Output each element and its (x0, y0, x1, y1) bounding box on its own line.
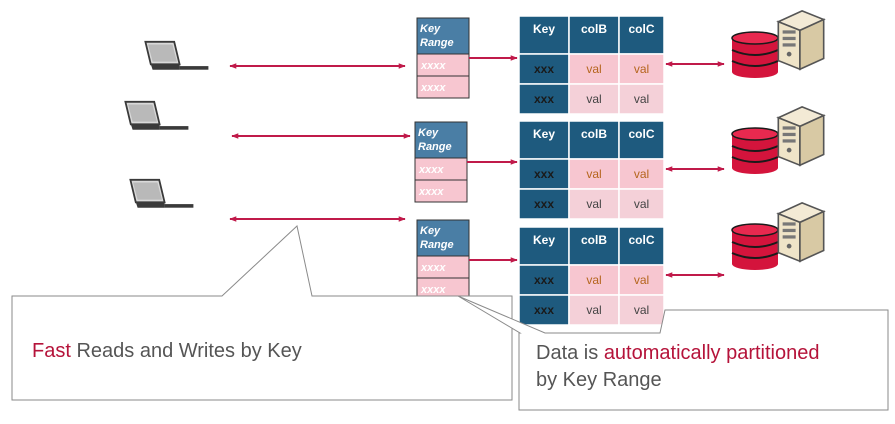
table-cell (568, 53, 620, 85)
key-range-cell (414, 179, 468, 203)
callout-left-rest: Reads and Writes by Key (70, 340, 302, 362)
table-cell (618, 53, 665, 85)
key-range-cell (416, 75, 470, 99)
table-cell (518, 83, 570, 115)
table-cell-text: val (586, 303, 601, 317)
callout-right-text2: by Key Range (536, 369, 662, 391)
table-cell-text: val (586, 273, 601, 287)
callout-right-text: Data is automatically partitioned by Key … (536, 340, 820, 394)
table-header-text: colC (628, 233, 654, 247)
table-cell (618, 294, 665, 326)
callout-right-accent: automatically partitioned (603, 342, 820, 364)
table-cell (618, 264, 665, 296)
table-cell-text: val (634, 92, 649, 106)
table-header-cell (618, 120, 665, 160)
table-header-cell (618, 15, 665, 55)
table-cell-text: xxx (534, 92, 554, 106)
table-cell (518, 264, 570, 296)
table-cell-text: val (634, 273, 649, 287)
table-cell-text: xxx (534, 167, 554, 181)
table-header-text: Key (533, 22, 555, 36)
table-header-text: colB (581, 233, 607, 247)
database-disk-icon (731, 223, 779, 271)
callout-right-box (457, 295, 889, 411)
table-header-text: colB (581, 22, 607, 36)
table-cell (518, 158, 570, 190)
table-header-text: Key (533, 127, 555, 141)
laptop-icon (144, 40, 210, 71)
table-cell (518, 53, 570, 85)
key-range-cell-text: xxxx (420, 262, 446, 274)
table-cell-text: val (586, 167, 601, 181)
key-range-label: Range (418, 141, 452, 153)
table-cell-text: val (634, 303, 649, 317)
key-range-label: Key (420, 225, 441, 237)
table-cell (618, 188, 665, 220)
key-range-cell-text: xxxx (420, 284, 446, 296)
table-cell-text: xxx (534, 303, 554, 317)
key-range-header (416, 17, 470, 55)
table-header-text: colC (628, 22, 654, 36)
key-range-header (416, 219, 470, 257)
key-range-label: Key (420, 23, 441, 35)
key-range-cell-text: xxxx (418, 186, 444, 198)
server-icon (777, 202, 825, 263)
table-cell (568, 158, 620, 190)
table-cell-text: val (634, 167, 649, 181)
database-disk-icon (731, 127, 779, 175)
table-cell (518, 294, 570, 326)
key-range-cell-text: xxxx (420, 82, 446, 94)
table-cell-text: xxx (534, 197, 554, 211)
table-header-text: colC (628, 127, 654, 141)
server-icon (777, 10, 825, 71)
key-range-cell-text: xxxx (418, 164, 444, 176)
table-header-cell (518, 226, 570, 266)
laptop-icon (129, 178, 195, 209)
key-range-label: Range (420, 37, 454, 49)
key-range-header (414, 121, 468, 159)
callout-left-accent: Fast (32, 340, 71, 362)
table-header-text: colB (581, 127, 607, 141)
table-cell (568, 188, 620, 220)
table-cell-text: val (634, 62, 649, 76)
table-cell-text: xxx (534, 62, 554, 76)
key-range-label: Range (420, 239, 454, 251)
table-cell (568, 294, 620, 326)
table-cell-text: val (634, 197, 649, 211)
key-range-label: Key (418, 127, 439, 139)
table-cell-text: val (586, 197, 601, 211)
table-cell-text: val (586, 62, 601, 76)
callout-left-box (11, 225, 513, 401)
server-icon (777, 106, 825, 167)
table-cell (618, 83, 665, 115)
laptop-icon (124, 100, 190, 131)
callout-right-text1: Data is (536, 342, 604, 364)
table-cell-text: xxx (534, 273, 554, 287)
table-header-cell (568, 120, 620, 160)
callout-left-text: Fast Reads and Writes by Key (32, 338, 302, 365)
key-range-cell-text: xxxx (420, 60, 446, 72)
table-header-text: Key (533, 233, 555, 247)
table-cell (518, 188, 570, 220)
database-disk-icon (731, 31, 779, 79)
table-cell (568, 83, 620, 115)
table-cell-text: val (586, 92, 601, 106)
